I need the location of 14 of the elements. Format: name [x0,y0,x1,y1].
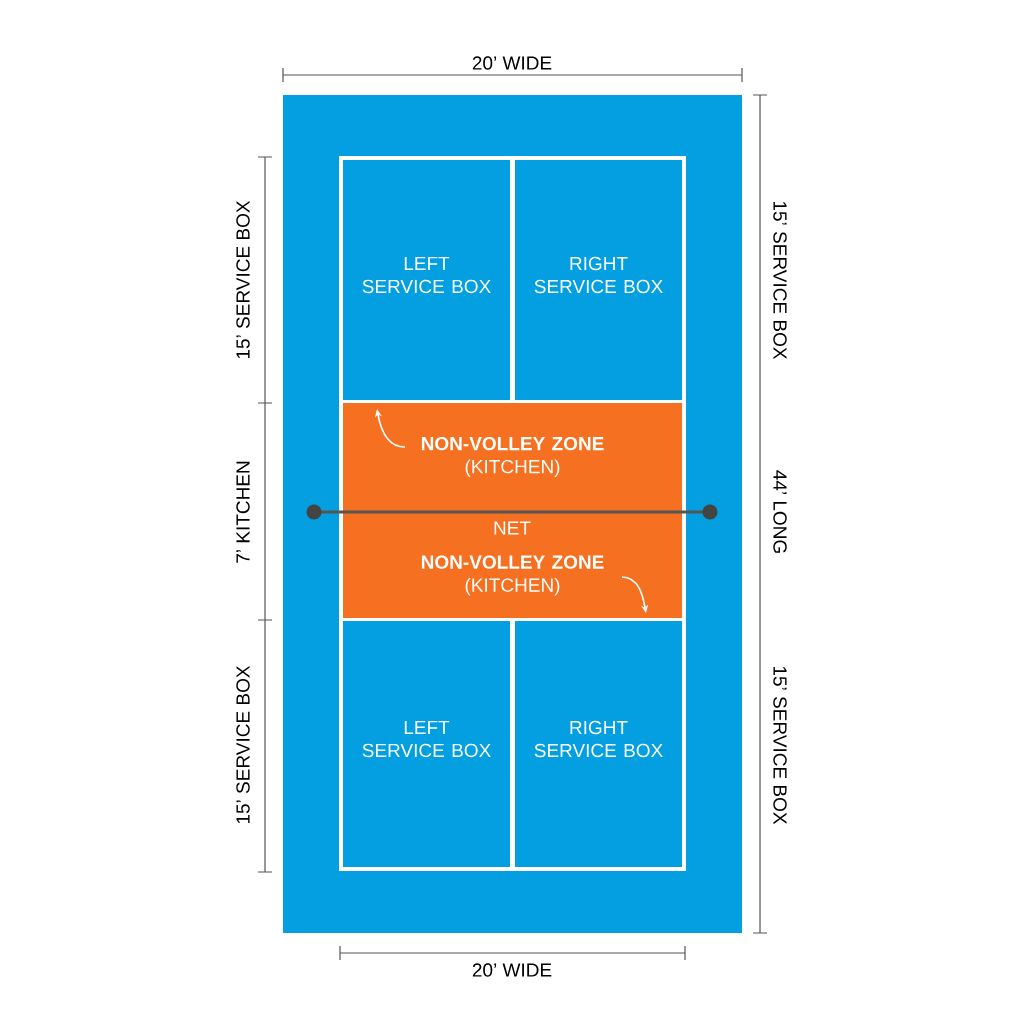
dimension-label: 7’ KITCHEN [236,461,250,563]
service-box: RIGHT SERVICE BOX [515,621,682,867]
net-label: NET [494,521,531,535]
dimension-label: 44’ LONG [773,470,787,553]
dimension-label: 15’ SERVICE BOX [773,666,787,825]
dimension-label: 20’ WIDE [472,56,552,70]
dimension-label: 15’ SERVICE BOX [236,665,250,824]
service-box: RIGHT SERVICE BOX [515,160,682,400]
service-box: LEFT SERVICE BOX [343,160,510,400]
dimension-label: 20’ WIDE [472,963,552,977]
service-box: LEFT SERVICE BOX [343,621,510,867]
dimension-label: 15’ SERVICE BOX [773,201,787,360]
dimension-label: 15’ SERVICE BOX [236,200,250,359]
kitchen-zone: NON-VOLLEY ZONE (KITCHEN) [343,403,682,511]
